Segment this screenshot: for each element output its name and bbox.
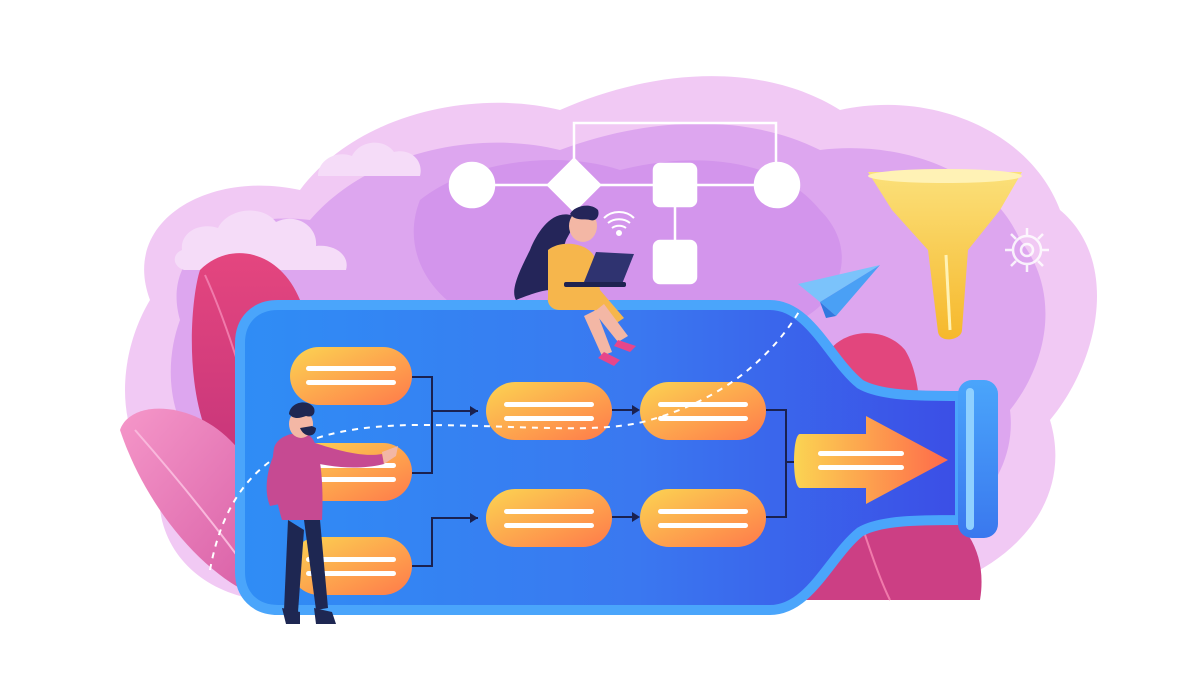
gear-icon	[1005, 228, 1049, 272]
man-presenting	[266, 402, 398, 624]
process-step	[290, 347, 412, 405]
flowchart-diagram	[448, 121, 801, 285]
wifi-icon	[603, 211, 635, 236]
process-step	[486, 382, 612, 440]
process-step	[486, 489, 612, 547]
funnel-icon	[868, 169, 1022, 340]
process-step	[640, 489, 766, 547]
laptop-icon	[564, 252, 634, 287]
arrow-right-icon	[794, 416, 948, 504]
cloud-icon	[174, 210, 347, 270]
paper-plane-icon	[798, 265, 880, 318]
cloud-icon	[318, 142, 421, 176]
bottle-container	[235, 300, 998, 615]
flow-connectors	[412, 376, 796, 567]
dashed-trajectory	[209, 309, 801, 571]
process-step	[640, 382, 766, 440]
woman-with-laptop	[514, 205, 636, 366]
